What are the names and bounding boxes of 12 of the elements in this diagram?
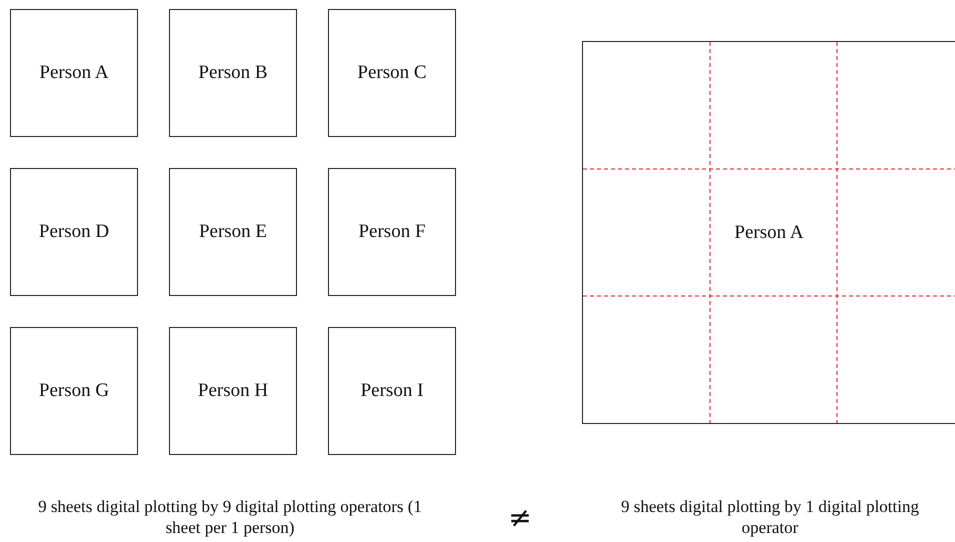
sheet-box [10, 327, 138, 455]
sheet-box [10, 168, 138, 296]
sheet-box [328, 327, 456, 455]
caption-text: 9 sheets digital plotting by 1 digital plotting operator [620, 496, 920, 538]
sheet-box [328, 168, 456, 296]
sheet-box [10, 9, 138, 137]
caption-text: 9 sheets digital plotting by 9 digital plotting operators (1 sheet per 1 person) [37, 496, 423, 538]
sheet-box [169, 9, 297, 137]
sheet-box [328, 9, 456, 137]
sheet-box [169, 327, 297, 455]
sheet-box [169, 168, 297, 296]
not-equal-sign: ≠ [507, 500, 533, 536]
